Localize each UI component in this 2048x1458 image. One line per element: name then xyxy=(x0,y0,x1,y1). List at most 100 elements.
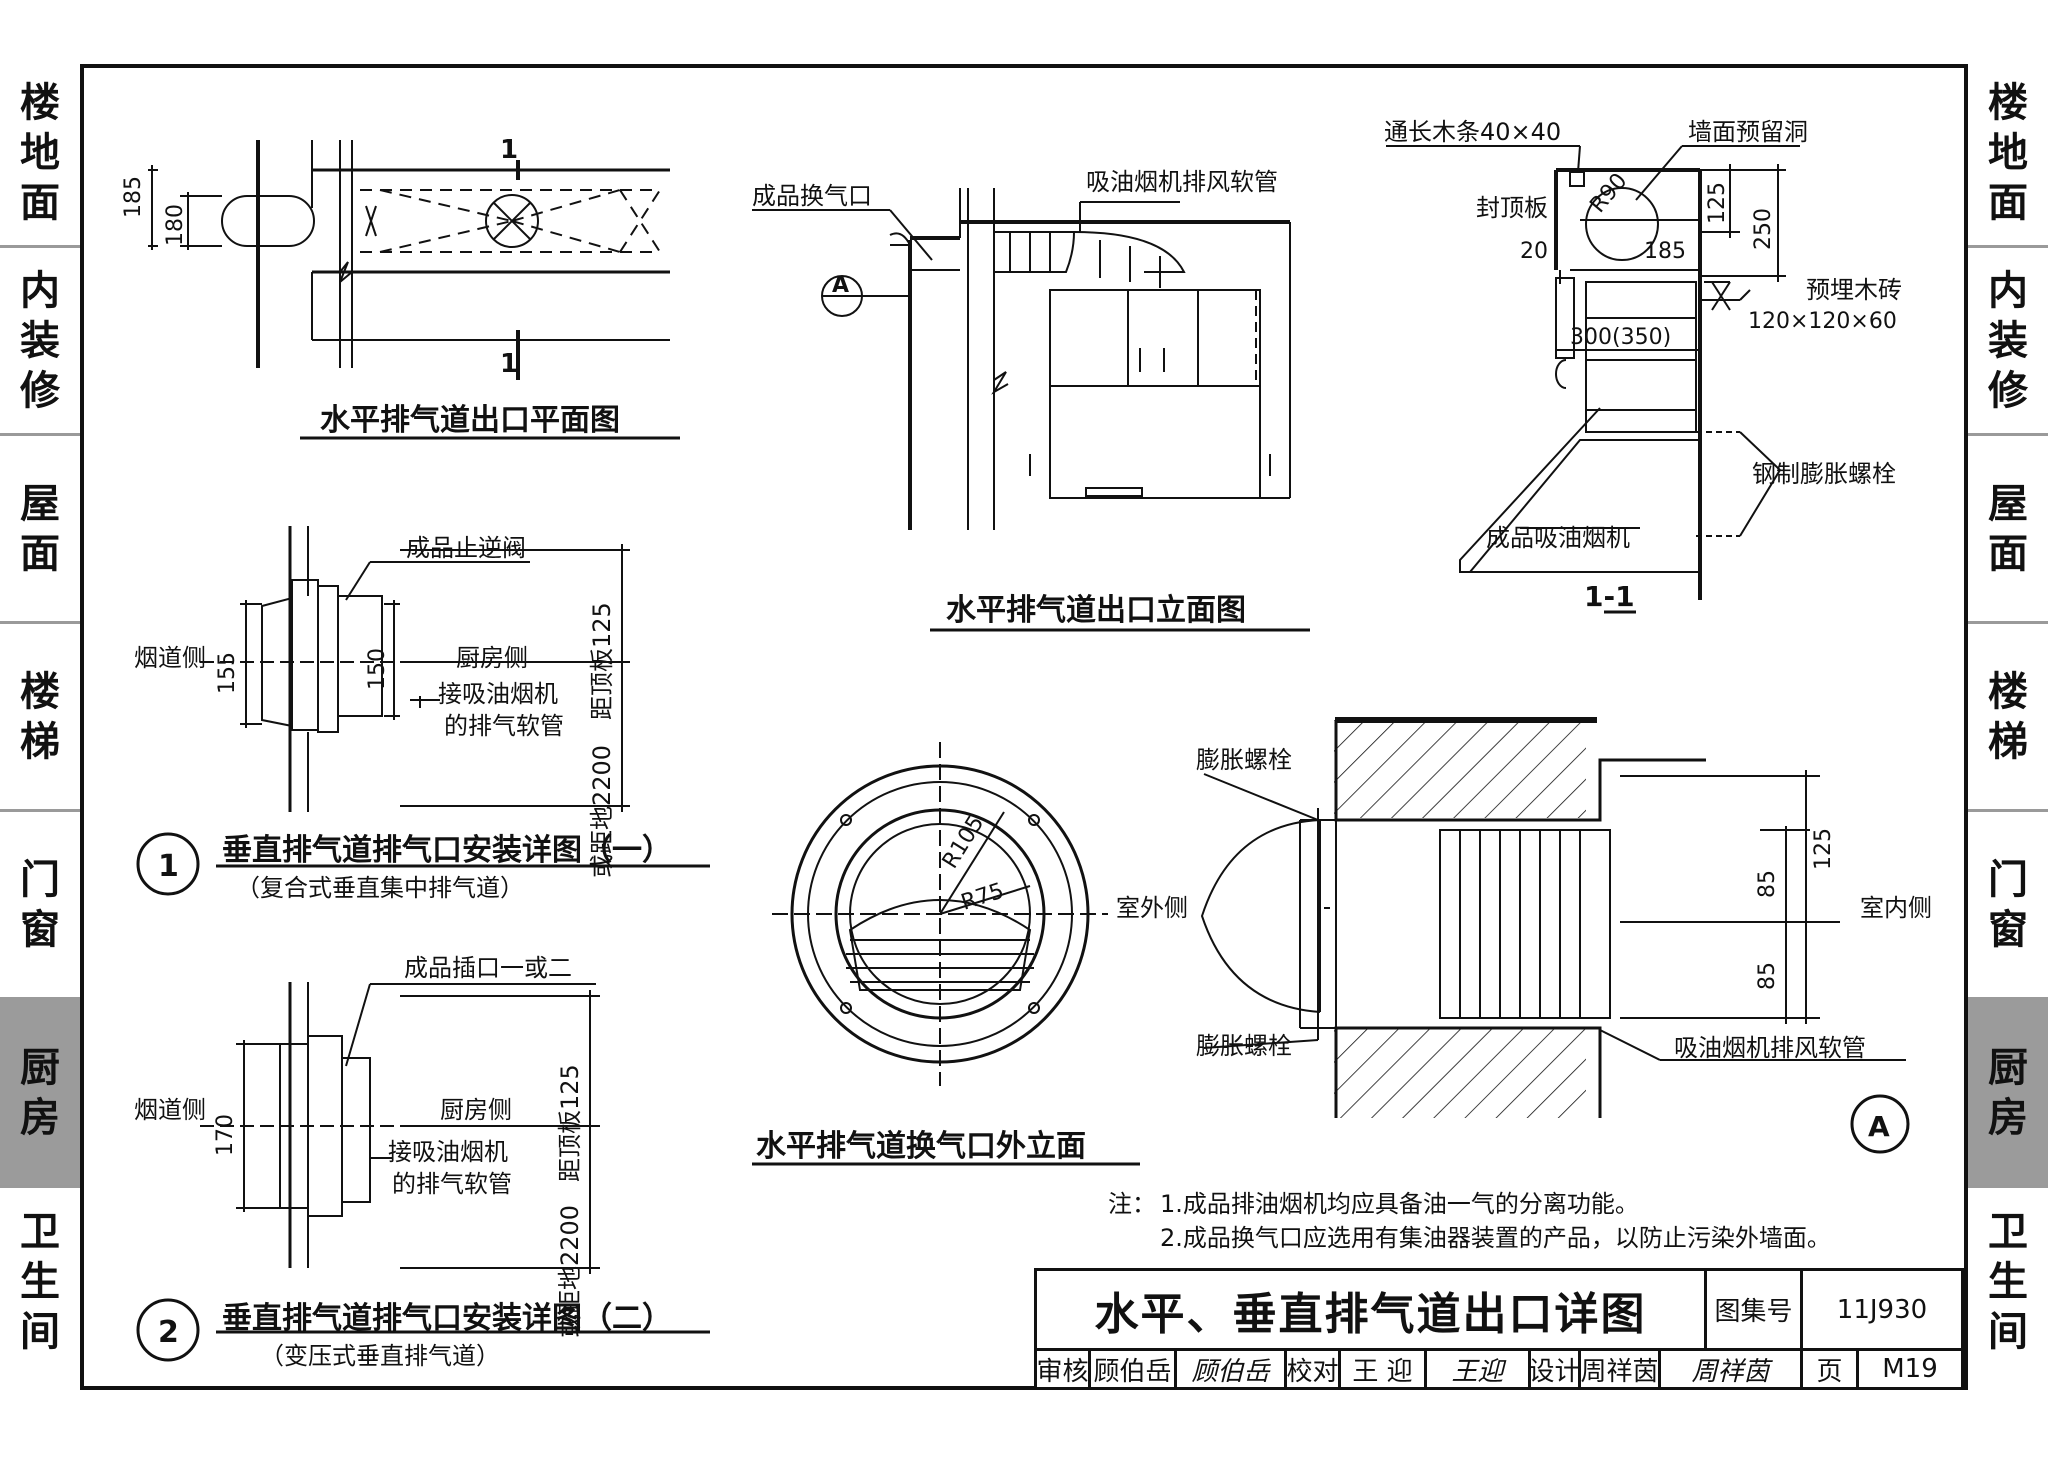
sec-dim-20: 20 xyxy=(1520,239,1548,264)
elev-title: 水平排气道出口立面图 xyxy=(946,593,1246,628)
sec-dim-250: 250 xyxy=(1751,208,1776,250)
d2-dim-floor: 或距地2200 xyxy=(556,1205,584,1338)
tab-doors-windows[interactable]: 门窗 xyxy=(1968,812,2048,1000)
detail-a-drawing xyxy=(1200,717,1910,1154)
sec-title: 1-1 xyxy=(1584,580,1635,613)
outer-vent-drawing xyxy=(752,742,1140,1166)
notes-prefix: 注： xyxy=(1108,1190,1156,1218)
d2-number: 2 xyxy=(158,1315,179,1350)
tab-label: 卫生间 xyxy=(1988,1209,2028,1355)
sec-label-batten: 通长木条40×40 xyxy=(1384,118,1561,146)
sec-label-hood: 成品吸油烟机 xyxy=(1486,524,1630,552)
tab-label: 厨房 xyxy=(1988,1044,2028,1141)
elev-label-vent: 成品换气口 xyxy=(752,182,872,210)
sec-label-board: 封顶板 xyxy=(1476,194,1548,222)
a-label-bolt-top: 膨胀螺栓 xyxy=(1196,746,1292,774)
elevation-view xyxy=(752,188,1310,632)
drawing-title: 水平、垂直排气道出口详图 xyxy=(1037,1271,1707,1351)
d1-label-flue: 烟道侧 xyxy=(134,644,206,672)
left-category-tabs: 楼地面 内装修 屋面 楼梯 门窗 厨房 卫生间 xyxy=(0,60,80,1395)
tab-kitchen[interactable]: 厨房 xyxy=(1968,1000,2048,1188)
d1-title: 垂直排气道排气口安装详图（一） xyxy=(222,833,672,868)
d1-label-kitchen: 厨房侧 xyxy=(456,644,528,672)
outer-dim-r75: R75 xyxy=(958,879,1007,916)
tab-label: 楼梯 xyxy=(1988,668,2028,765)
tab-label: 卫生间 xyxy=(20,1209,60,1355)
sec-label-bolt: 钢制膨胀螺栓 xyxy=(1752,460,1896,488)
note-2: 2.成品换气口应选用有集油器装置的产品，以防止污染外墙面。 xyxy=(1160,1224,1831,1252)
sec-dim-185: 185 xyxy=(1644,239,1686,264)
atlas-label: 图集号 xyxy=(1707,1271,1803,1351)
tab-label: 内装修 xyxy=(1988,267,2028,414)
check-name: 王 迎 xyxy=(1341,1351,1427,1387)
tab-doors-windows[interactable]: 门窗 xyxy=(0,812,80,1000)
d2-title: 垂直排气道排气口安装详图（二） xyxy=(222,1301,672,1336)
tab-roof[interactable]: 屋面 xyxy=(0,436,80,624)
a-dim-85a: 85 xyxy=(1755,870,1780,898)
section-1-1 xyxy=(1386,145,1800,614)
tab-stairs[interactable]: 楼梯 xyxy=(0,624,80,812)
d2-label-flue: 烟道侧 xyxy=(134,1096,206,1124)
plan-section-mark-bottom: 1 xyxy=(500,349,518,379)
tab-bathroom[interactable]: 卫生间 xyxy=(1968,1188,2048,1376)
tab-label: 楼地面 xyxy=(20,79,60,226)
d2-label-connect2: 的排气软管 xyxy=(392,1170,512,1198)
a-label-outside: 室外侧 xyxy=(1116,894,1188,922)
sec-label-brick-size: 120×120×60 xyxy=(1748,309,1897,334)
page-value: M19 xyxy=(1882,1354,1938,1384)
d1-label-connect1: 接吸油烟机 xyxy=(438,680,558,708)
design-name: 周祥茵 xyxy=(1581,1351,1661,1387)
review-name: 顾伯岳 xyxy=(1091,1351,1177,1387)
tab-interior[interactable]: 内装修 xyxy=(1968,248,2048,436)
tab-label: 门窗 xyxy=(1988,856,2028,953)
atlas-value: 11J930 xyxy=(1803,1271,1961,1351)
d2-dim-170: 170 xyxy=(213,1114,238,1156)
page-label: 页 xyxy=(1803,1351,1859,1387)
tab-label: 楼梯 xyxy=(20,668,60,765)
detail-2-drawing xyxy=(136,982,710,1362)
a-label-hose: 吸油烟机排风软管 xyxy=(1674,1034,1866,1062)
d2-subtitle: （变压式垂直排气道） xyxy=(260,1342,500,1370)
check-signature: 王迎 xyxy=(1427,1351,1531,1387)
review-label: 审核 xyxy=(1037,1351,1091,1387)
tab-kitchen[interactable]: 厨房 xyxy=(0,1000,80,1188)
outer-title: 水平排气道换气口外立面 xyxy=(756,1129,1086,1164)
sec-label-hole: 墙面预留洞 xyxy=(1688,118,1808,146)
detail-1-drawing xyxy=(136,526,710,896)
d1-label-connect2: 的排气软管 xyxy=(444,712,564,740)
d1-subtitle: （复合式垂直集中排气道） xyxy=(236,874,524,902)
d2-label-kitchen: 厨房侧 xyxy=(440,1096,512,1124)
tab-floor[interactable]: 楼地面 xyxy=(0,60,80,248)
d2-label-connect1: 接吸油烟机 xyxy=(388,1138,508,1166)
tab-bathroom[interactable]: 卫生间 xyxy=(0,1188,80,1376)
tab-label: 楼地面 xyxy=(1988,79,2028,226)
tab-roof[interactable]: 屋面 xyxy=(1968,436,2048,624)
tab-stairs[interactable]: 楼梯 xyxy=(1968,624,2048,812)
drawing-frame xyxy=(80,64,1968,1390)
plan-title: 水平排气道出口平面图 xyxy=(320,403,620,438)
tab-label: 屋面 xyxy=(1988,480,2028,577)
tab-floor[interactable]: 楼地面 xyxy=(1968,60,2048,248)
d1-dim-floor: 或距地2200 xyxy=(588,745,616,878)
tab-interior[interactable]: 内装修 xyxy=(0,248,80,436)
sec-dim-125: 125 xyxy=(1705,182,1730,224)
sec-label-brick: 预埋木砖 xyxy=(1806,276,1902,304)
a-callout: A xyxy=(1868,1110,1890,1143)
a-label-bolt-bottom: 膨胀螺栓 xyxy=(1196,1032,1292,1060)
right-category-tabs: 楼地面 内装修 屋面 楼梯 门窗 厨房 卫生间 xyxy=(1968,60,2048,1395)
tab-label: 厨房 xyxy=(20,1044,60,1141)
review-signature: 顾伯岳 xyxy=(1177,1351,1287,1387)
d1-number: 1 xyxy=(158,849,179,884)
d1-dim-150: 150 xyxy=(365,648,390,690)
a-dim-125: 125 xyxy=(1811,828,1836,870)
elev-callout-a: A xyxy=(832,273,849,298)
d2-label-socket: 成品插口一或二 xyxy=(404,954,572,982)
sec-dim-300: 300(350) xyxy=(1570,325,1671,350)
check-label: 校对 xyxy=(1287,1351,1341,1387)
plan-section-mark-top: 1 xyxy=(500,135,518,165)
design-label: 设计 xyxy=(1529,1351,1581,1387)
tab-label: 门窗 xyxy=(20,856,60,953)
d1-label-valve: 成品止逆阀 xyxy=(406,534,526,562)
d1-dim-155: 155 xyxy=(215,652,240,694)
